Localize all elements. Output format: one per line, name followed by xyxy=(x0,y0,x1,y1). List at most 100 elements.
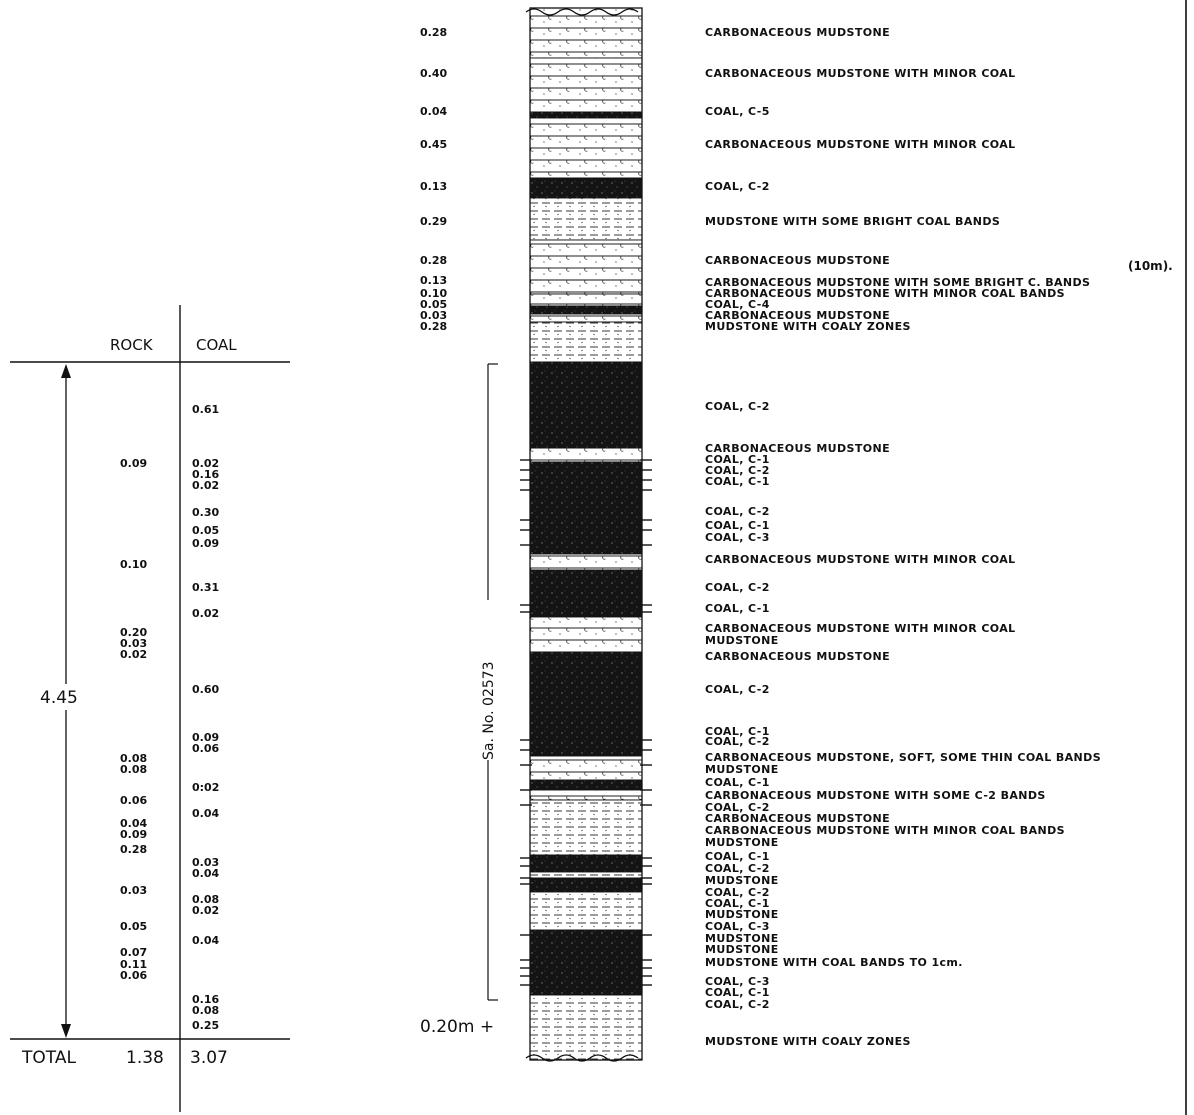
interval-thickness: 0.29 xyxy=(420,215,447,228)
layer-description: MUDSTONE xyxy=(705,634,779,647)
carbonaceous-layer xyxy=(530,8,642,58)
carbonaceous-layer xyxy=(530,756,642,780)
carbonaceous-layer xyxy=(530,294,642,306)
carbonaceous-layer xyxy=(530,790,642,800)
layer-description: COAL, C-5 xyxy=(705,105,770,118)
mudstone-layer xyxy=(530,872,642,878)
sample-number: Sa. No. 02573 xyxy=(481,661,497,760)
coal-value: 0.30 xyxy=(192,506,219,519)
total-coal: 3.07 xyxy=(190,1048,228,1068)
arrow-head-up xyxy=(61,364,71,378)
rock-value: 0.09 xyxy=(120,457,147,470)
layer-description: MUDSTONE WITH COAL BANDS TO 1cm. xyxy=(705,956,963,969)
carbonaceous-layer xyxy=(530,240,642,280)
coal-layer xyxy=(530,570,642,617)
rock-values: 0.090.100.200.030.020.080.080.060.040.09… xyxy=(120,457,147,982)
total-rock: 1.38 xyxy=(126,1048,164,1068)
layer-description: CARBONACEOUS MUDSTONE WITH MINOR COAL xyxy=(705,553,1016,566)
interval-thickness: 0.13 xyxy=(420,274,447,287)
coal-layer xyxy=(530,878,642,892)
coal-layer xyxy=(530,855,642,872)
rock-value: 0.05 xyxy=(120,920,147,933)
rock-header: ROCK xyxy=(110,336,154,354)
summary-table: ROCK COAL 4.45 TOTAL 1.38 3.07 0.090.100… xyxy=(10,305,290,1112)
layer-description: CARBONACEOUS MUDSTONE WITH MINOR COAL xyxy=(705,67,1016,80)
upper-thicknesses: 0.280.400.040.450.130.290.280.130.100.05… xyxy=(420,26,447,333)
layer-description: COAL, C-2 xyxy=(705,998,770,1011)
layer-description: MUDSTONE xyxy=(705,943,779,956)
total-label: TOTAL xyxy=(21,1048,76,1068)
layer-description: CARBONACEOUS MUDSTONE xyxy=(705,650,890,663)
layer-description: COAL, C-1 xyxy=(705,475,770,488)
layer-description: CARBONACEOUS MUDSTONE xyxy=(705,26,890,39)
carbonaceous-layer xyxy=(530,617,642,652)
carbonaceous-layer xyxy=(530,314,642,322)
mudstone-layer xyxy=(530,995,642,1060)
interval-thickness: 0.40 xyxy=(420,67,447,80)
coal-value: 0.31 xyxy=(192,581,219,594)
interval-thickness: 0.28 xyxy=(420,26,447,39)
carbonaceous-layer xyxy=(530,554,642,570)
mudstone-layer xyxy=(530,892,642,930)
interval-thickness: 0.28 xyxy=(420,254,447,267)
rock-value: 0.02 xyxy=(120,648,147,661)
coal-value: 0.61 xyxy=(192,403,219,416)
carbonaceous-layer xyxy=(530,280,642,294)
layer-description: COAL, C-2 xyxy=(705,400,770,413)
layer-description: COAL, C-2 xyxy=(705,581,770,594)
coal-layer xyxy=(530,112,642,118)
rock-value: 0.06 xyxy=(120,969,147,982)
interval-thickness: 0.13 xyxy=(420,180,447,193)
layer-description: MUDSTONE WITH COALY ZONES xyxy=(705,320,911,333)
layer-description: COAL, C-2 xyxy=(705,735,770,748)
total-thickness: 4.45 xyxy=(40,688,78,708)
coal-layer xyxy=(530,362,642,448)
coal-value: 0.04 xyxy=(192,867,219,880)
column-layers xyxy=(520,8,652,1060)
coal-value: 0:02 xyxy=(192,781,219,794)
arrow-head-down xyxy=(61,1024,71,1038)
interval-thickness: 0.04 xyxy=(420,105,447,118)
layer-description: COAL, C-3 xyxy=(705,531,770,544)
coal-value: 0.02 xyxy=(192,607,219,620)
rock-value: 0.03 xyxy=(120,884,147,897)
coal-layer xyxy=(530,462,642,554)
layer-description: MUDSTONE xyxy=(705,763,779,776)
rock-value: 0.10 xyxy=(120,558,147,571)
layer-description: COAL, C-2 xyxy=(705,683,770,696)
coal-values: 0.610.020.160.020.300.050.090.310.020.60… xyxy=(192,403,219,1032)
rock-value: 0.09 xyxy=(120,828,147,841)
coal-value: 0.05 xyxy=(192,524,219,537)
coal-value: 0.60 xyxy=(192,683,219,696)
layer-description: CARBONACEOUS MUDSTONE WITH MINOR COAL xyxy=(705,138,1016,151)
mudstone-layer xyxy=(530,198,642,240)
interval-thickness: 0.45 xyxy=(420,138,447,151)
coal-layer xyxy=(530,306,642,314)
coal-layer xyxy=(530,930,642,995)
layer-description: CARBONACEOUS MUDSTONE xyxy=(705,254,890,267)
coal-layer xyxy=(530,178,642,198)
rock-value: 0.08 xyxy=(120,763,147,776)
coal-value: 0.02 xyxy=(192,904,219,917)
rock-value: 0.28 xyxy=(120,843,147,856)
coal-layer xyxy=(530,780,642,790)
coal-value: 0.06 xyxy=(192,742,219,755)
layer-descriptions: CARBONACEOUS MUDSTONE CARBONACEOUS MUDSTO… xyxy=(705,26,1101,1048)
strat-column: 0.280.400.040.450.130.290.280.130.100.05… xyxy=(420,8,1173,1061)
layer-description: MUDSTONE xyxy=(705,836,779,849)
layer-description: MUDSTONE WITH SOME BRIGHT COAL BANDS xyxy=(705,215,1000,228)
layer-description: COAL, C-2 xyxy=(705,505,770,518)
carbonaceous-layer xyxy=(530,118,642,178)
interval-note: (10m). xyxy=(1128,259,1173,273)
layer-description: MUDSTONE WITH COALY ZONES xyxy=(705,1035,911,1048)
carbonaceous-layer xyxy=(530,448,642,462)
layer-description: COAL, C-1 xyxy=(705,776,770,789)
coal-value: 0.04 xyxy=(192,934,219,947)
coal-value: 0.02 xyxy=(192,479,219,492)
coal-value: 0.04 xyxy=(192,807,219,820)
coal-value: 0.08 xyxy=(192,1004,219,1017)
layer-description: COAL, C-2 xyxy=(705,180,770,193)
layer-description: COAL, C-1 xyxy=(705,602,770,615)
mudstone-layer xyxy=(530,800,642,855)
